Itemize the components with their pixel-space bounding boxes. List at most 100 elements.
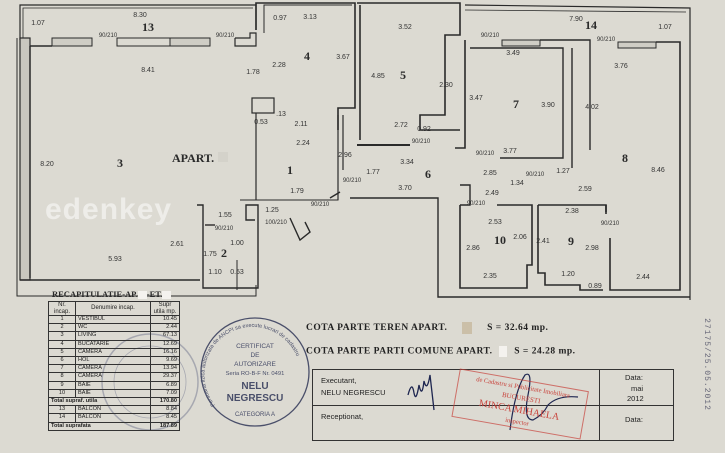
table-cell: Total supraf. utila [48,397,151,407]
dimension-label: 2.61 [170,241,184,248]
dimension-label: 1.34 [510,180,524,187]
redacted-box [137,291,147,300]
door-size-label: 90/210 [99,33,118,39]
table-cell: 6.89 [150,380,180,390]
table-cell: 3 [48,331,76,341]
dimension-label: 1.75 [203,251,217,258]
table-cell: 10.45 [150,314,180,325]
door-size-label: 90/210 [215,226,234,232]
dimension-label: 3.13 [303,14,317,21]
executant-label: Executant, [321,376,357,385]
door-size-label: 90/210 [597,37,616,43]
dimension-label: 0.53 [254,119,268,126]
door-size-label: 100/210 [265,220,287,226]
dimension-label: 4.85 [371,73,385,80]
recap-title-left: RECAPITULATIE-AP. [52,289,138,299]
room-number: 8 [622,151,628,165]
dimension-label: 8.41 [141,67,155,74]
registration-number: 27175/25.05.2012 [701,318,711,411]
door-size-label: 90/210 [343,178,362,184]
table-cell: 12.69 [150,339,180,349]
room-number: 2 [221,246,227,260]
table-cell: BAIE [75,380,151,390]
recap-title: RECAPITULATIE-AP.-ET. [52,289,172,300]
door-size-label: 90/210 [311,202,330,208]
cota-comune: COTA PARTE PARTI COMUNE APART. S = 24.28… [306,346,576,357]
table-cell: 9 [48,380,76,390]
dimension-label: 1.07 [658,24,672,31]
cota-comune-value: S = 24.28 mp. [514,346,576,357]
table-cell: VESTIBUL [75,314,151,325]
dimension-label: .13 [276,111,286,118]
cota-teren: COTA PARTE TEREN APART. S = 32.64 mp. [306,322,548,334]
room-number: 10 [494,233,506,247]
redacted-box [462,322,473,334]
table-cell: 2.44 [150,323,180,333]
divider [599,370,600,440]
dimension-label: 0.97 [273,15,287,22]
table-cell: HOL [75,356,151,366]
table-cell: 13.94 [150,364,180,374]
dimension-label: 2.85 [483,170,497,177]
dimension-label: 2.35 [483,273,497,280]
table-cell: Total suprafata [48,421,151,431]
data-label-2: Data: [625,415,643,424]
recap-table: Nr. incap. Denumire incap. Supr utila mp… [48,301,180,431]
dimension-label: 1.07 [31,20,45,27]
dimension-label: 1.00 [230,240,244,247]
table-cell: 8.45 [150,413,180,423]
cota-teren-label: COTA PARTE TEREN APART. [306,323,448,334]
dimension-label: 0.53 [230,269,244,276]
table-cell: LIVING [75,331,151,341]
table-cell: 8.84 [150,405,180,415]
cert-line: Seria RO-B-F Nr. 0491 [226,371,285,377]
dimension-label: 3.70 [398,185,412,192]
cota-comune-label: COTA PARTE PARTI COMUNE APART. [306,346,493,357]
table-cell: 2 [48,323,76,333]
dimension-label: 2.11 [294,121,307,128]
table-cell: 4 [48,339,76,349]
room-number: 14 [585,18,597,32]
dimension-label: 2.24 [296,140,310,147]
table-cell: 187.89 [150,421,180,431]
dimension-label: 2.98 [585,245,599,252]
table-cell: 14 [48,413,76,423]
dimension-label: 0.92 [417,126,431,133]
table-cell: 1 [48,314,76,325]
room-number: 1 [287,163,293,177]
dimension-label: 2.44 [636,274,650,281]
door-size-label: 90/210 [481,33,500,39]
data-label: Data: [625,373,643,382]
dimension-label: 3.34 [400,159,414,166]
table-cell: 6 [48,356,76,366]
executant-name: NELU NEGRESCU [321,388,386,397]
door-size-label: 90/210 [412,139,431,145]
cert-category: CATEGORIA A [235,412,275,418]
cota-teren-value: S = 32.64 mp. [487,323,549,334]
table-cell: 170.80 [150,397,180,407]
room-number: 3 [117,156,123,170]
table-cell: 16.16 [150,347,180,358]
table-cell: 13 [48,405,76,415]
dimension-label: 2.41 [536,238,550,245]
table-cell: CAMERA [75,364,151,374]
table-cell: 7.09 [150,388,180,399]
col-header: Nr. incap. [48,301,76,316]
cert-name: NEGRESCU [227,393,284,404]
dimension-label: 2.59 [578,186,592,193]
cert-name: NELU [241,381,268,392]
dimension-label: 3.52 [398,24,412,31]
table-cell: 7 [48,364,76,374]
dimension-label: 8.20 [40,161,54,168]
